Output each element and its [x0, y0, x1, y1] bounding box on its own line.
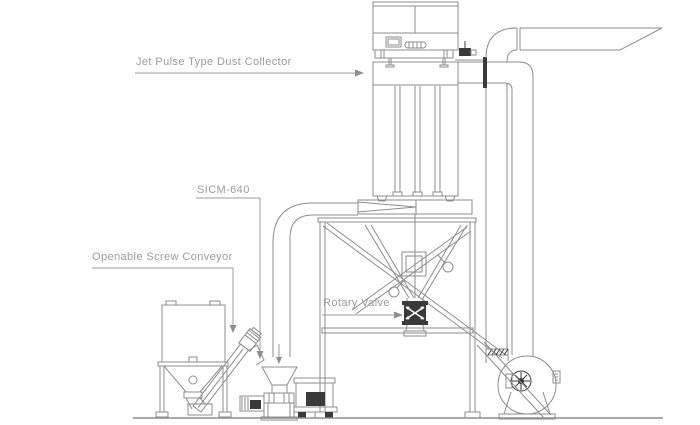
pulverizer-mill [239, 366, 338, 421]
fan-outlet-flange [485, 348, 509, 356]
filter-bag-section [372, 84, 459, 202]
cross-braces [322, 222, 507, 359]
storage-hopper [155, 300, 232, 418]
dust-hopper [364, 224, 468, 299]
material-flow-arrow [276, 344, 282, 364]
mill-main-body [293, 377, 338, 418]
label-rotary-valve: Rotary Valve [323, 297, 390, 309]
leader-dust-collector [135, 69, 364, 77]
screw-conveyor [187, 326, 265, 416]
inlet-plenum [357, 199, 473, 298]
inlet-duct [272, 202, 358, 364]
inspection-port [401, 251, 427, 277]
fan-motor [505, 370, 532, 392]
label-mill-model: SICM-640 [197, 184, 250, 196]
rotary-valve [402, 298, 428, 337]
pulse-jet-header [372, 1, 484, 86]
leader-screw-conveyor [92, 267, 237, 333]
mill-side-motor [239, 395, 265, 412]
label-screw-conveyor: Openable Screw Conveyor [92, 251, 233, 263]
angled-exhaust-outlet [520, 27, 663, 51]
dust-collector [357, 1, 484, 298]
label-dust-collector: Jet Pulse Type Dust Collector [136, 56, 292, 68]
exhaust-stack [485, 27, 663, 356]
pulse-valve [455, 41, 484, 61]
leader-rotary-valve [322, 311, 403, 319]
support-frame [314, 217, 507, 419]
leader-mill-model [196, 197, 264, 359]
blower-fan [476, 341, 561, 420]
conveyor-motor [238, 326, 262, 353]
outlet-duct [458, 57, 534, 356]
